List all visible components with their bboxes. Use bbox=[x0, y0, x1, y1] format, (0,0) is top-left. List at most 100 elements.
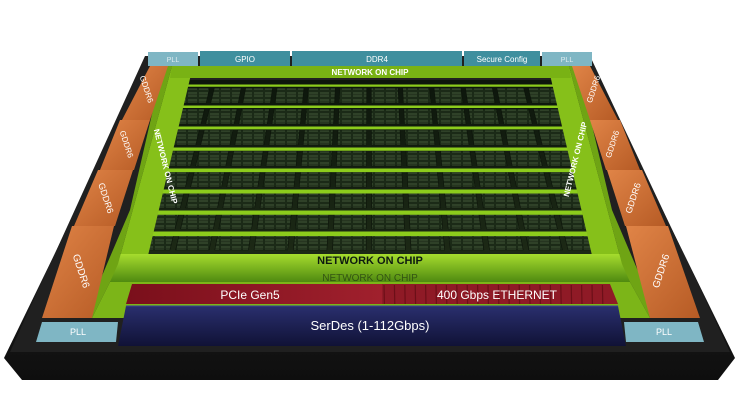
compute-cell bbox=[180, 213, 217, 230]
noc-mesh-bar bbox=[143, 210, 595, 215]
noc-top-band bbox=[170, 66, 571, 78]
compute-cell bbox=[296, 192, 331, 209]
gddr6-right-block-1 bbox=[572, 66, 618, 120]
compute-cell bbox=[253, 234, 290, 251]
compute-cell bbox=[205, 108, 238, 125]
compute-cell bbox=[442, 171, 476, 188]
noc-bottom-reflection-label: NETWORK ON CHIP bbox=[322, 273, 418, 284]
compute-cell bbox=[234, 129, 267, 146]
compute-cell bbox=[446, 213, 482, 230]
compute-cell bbox=[337, 108, 367, 125]
compute-cell bbox=[370, 87, 400, 104]
serdes-label: SerDes (1-112Gbps) bbox=[311, 318, 430, 333]
pll-bottom-left-block bbox=[36, 322, 118, 342]
compute-cell bbox=[336, 129, 367, 146]
gddr6-right-block-3 bbox=[607, 170, 666, 226]
gddr6-left-block-1 bbox=[122, 66, 168, 120]
compute-cell bbox=[407, 192, 442, 209]
noc-mesh-bar bbox=[168, 126, 570, 130]
pll-top-right-block bbox=[542, 52, 592, 66]
compute-cell bbox=[468, 108, 500, 125]
compute-cell bbox=[238, 108, 270, 125]
compute-cell bbox=[371, 129, 402, 146]
compute-cell bbox=[371, 234, 406, 251]
pcie-block bbox=[126, 284, 382, 304]
compute-cell bbox=[404, 129, 436, 146]
compute-cell bbox=[262, 171, 296, 188]
compute-cell bbox=[274, 87, 305, 104]
compute-cell bbox=[471, 129, 504, 146]
compute-cell bbox=[444, 192, 479, 209]
ethernet-label: 400 Gbps ETHERNET bbox=[437, 288, 558, 302]
compute-cell bbox=[256, 213, 292, 230]
compute-cell bbox=[406, 171, 440, 188]
compute-cell bbox=[403, 108, 434, 125]
compute-cell bbox=[298, 171, 332, 188]
compute-cell bbox=[338, 87, 368, 104]
compute-cell bbox=[371, 150, 402, 167]
gddr6-left-block-2 bbox=[100, 120, 150, 170]
noc-mesh-bar bbox=[156, 168, 582, 173]
noc-left-column bbox=[118, 66, 193, 264]
noc-outer-frame-left bbox=[84, 66, 172, 318]
compute-cell bbox=[402, 87, 432, 104]
compute-cell bbox=[405, 150, 438, 167]
compute-cell bbox=[486, 234, 524, 251]
gpio-label: GPIO bbox=[235, 55, 255, 64]
compute-cell bbox=[433, 87, 464, 104]
noc-mesh-bar bbox=[162, 147, 576, 151]
ddr4-block bbox=[292, 51, 462, 66]
secure-config-label: Secure Config bbox=[477, 55, 528, 64]
compute-cell bbox=[336, 150, 367, 167]
compute-cell bbox=[333, 213, 367, 230]
compute-cell bbox=[508, 150, 543, 167]
compute-cell bbox=[335, 171, 367, 188]
compute-cell bbox=[437, 129, 470, 146]
noc-mesh-bar bbox=[174, 105, 564, 109]
compute-cell bbox=[332, 234, 367, 251]
noc-bottom-label: NETWORK ON CHIP bbox=[317, 255, 423, 267]
compute-cell bbox=[218, 213, 255, 230]
secure-config-block bbox=[464, 51, 540, 66]
noc-mesh-bars bbox=[137, 84, 601, 237]
noc-mesh-bar bbox=[149, 189, 589, 194]
compute-cell bbox=[448, 234, 485, 251]
compute-cell bbox=[465, 87, 496, 104]
compute-cell bbox=[259, 192, 294, 209]
pcie-label: PCIe Gen5 bbox=[220, 288, 280, 302]
compute-cell bbox=[292, 234, 329, 251]
noc-right-column bbox=[548, 66, 622, 264]
noc-mesh-bar bbox=[181, 84, 557, 87]
compute-cell bbox=[230, 150, 264, 167]
compute-cell bbox=[242, 87, 273, 104]
compute-cell bbox=[200, 129, 234, 146]
compute-cell bbox=[268, 129, 301, 146]
gddr6-right-block-4 bbox=[626, 226, 700, 318]
compute-cell bbox=[294, 213, 330, 230]
compute-cell bbox=[175, 234, 213, 251]
compute-cell bbox=[371, 171, 403, 188]
gpio-block bbox=[200, 51, 290, 66]
compute-cell bbox=[195, 150, 230, 167]
gddr6-left-block-3 bbox=[74, 170, 133, 226]
compute-cell bbox=[474, 150, 508, 167]
compute-cell bbox=[521, 213, 558, 230]
noc-bottom-band bbox=[110, 254, 630, 282]
compute-cell bbox=[222, 192, 258, 209]
pll-top-left-label: PLL bbox=[167, 57, 180, 64]
pll-bottom-left-label: PLL bbox=[70, 327, 86, 337]
compute-cell bbox=[306, 87, 336, 104]
compute-cell bbox=[371, 108, 401, 125]
compute-cell bbox=[525, 234, 563, 251]
compute-cell bbox=[480, 192, 516, 209]
compute-cell bbox=[440, 150, 473, 167]
gddr6-left-block-4 bbox=[42, 226, 114, 318]
compute-cell bbox=[302, 129, 334, 146]
pll-bottom-right-block bbox=[624, 322, 704, 342]
compute-cell bbox=[214, 234, 252, 251]
compute-cell bbox=[517, 192, 553, 209]
compute-cell bbox=[477, 171, 512, 188]
compute-cell bbox=[371, 192, 404, 209]
